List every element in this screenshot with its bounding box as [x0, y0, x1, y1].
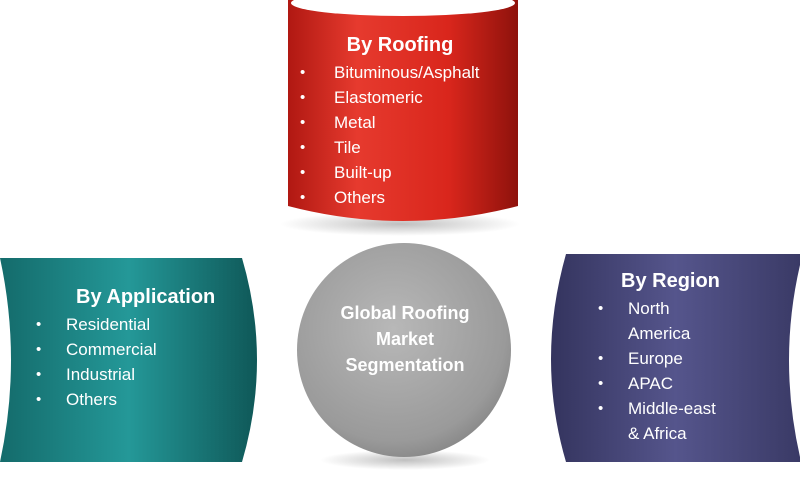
list-item: Middle-east & Africa [598, 396, 778, 446]
list-item: Commercial [36, 337, 266, 362]
list-item: Metal [300, 110, 520, 135]
center-label: Global Roofing Market Segmentation [310, 300, 500, 378]
roofing-title: By Roofing [346, 34, 454, 56]
center-line: Market [375, 329, 435, 349]
application-panel: By Application Residential Commercial In… [36, 286, 266, 412]
list-item: Built-up [300, 160, 520, 185]
list-item: Bituminous/Asphalt [300, 60, 520, 85]
roofing-panel: By Roofing Bituminous/Asphalt Elastomeri… [300, 34, 520, 210]
center-line: Global Roofing [340, 303, 470, 323]
list-item: Industrial [36, 362, 266, 387]
roofing-list: Bituminous/Asphalt Elastomeric Metal Til… [300, 60, 520, 210]
application-title: By Application [76, 286, 216, 308]
list-item: APAC [598, 371, 778, 396]
list-item: North America [598, 296, 778, 346]
list-item: Others [300, 185, 520, 210]
list-item: Europe [598, 346, 778, 371]
center-circle [297, 243, 511, 470]
list-item: Others [36, 387, 266, 412]
list-item: Residential [36, 312, 266, 337]
center-line: Segmentation [345, 355, 465, 375]
region-list: North America Europe APAC Middle-east & … [598, 296, 778, 446]
region-title: By Region [621, 270, 720, 292]
list-item: Tile [300, 135, 520, 160]
application-list: Residential Commercial Industrial Others [36, 312, 266, 412]
region-panel: By Region North America Europe APAC Midd… [598, 270, 778, 446]
list-item: Elastomeric [300, 85, 520, 110]
